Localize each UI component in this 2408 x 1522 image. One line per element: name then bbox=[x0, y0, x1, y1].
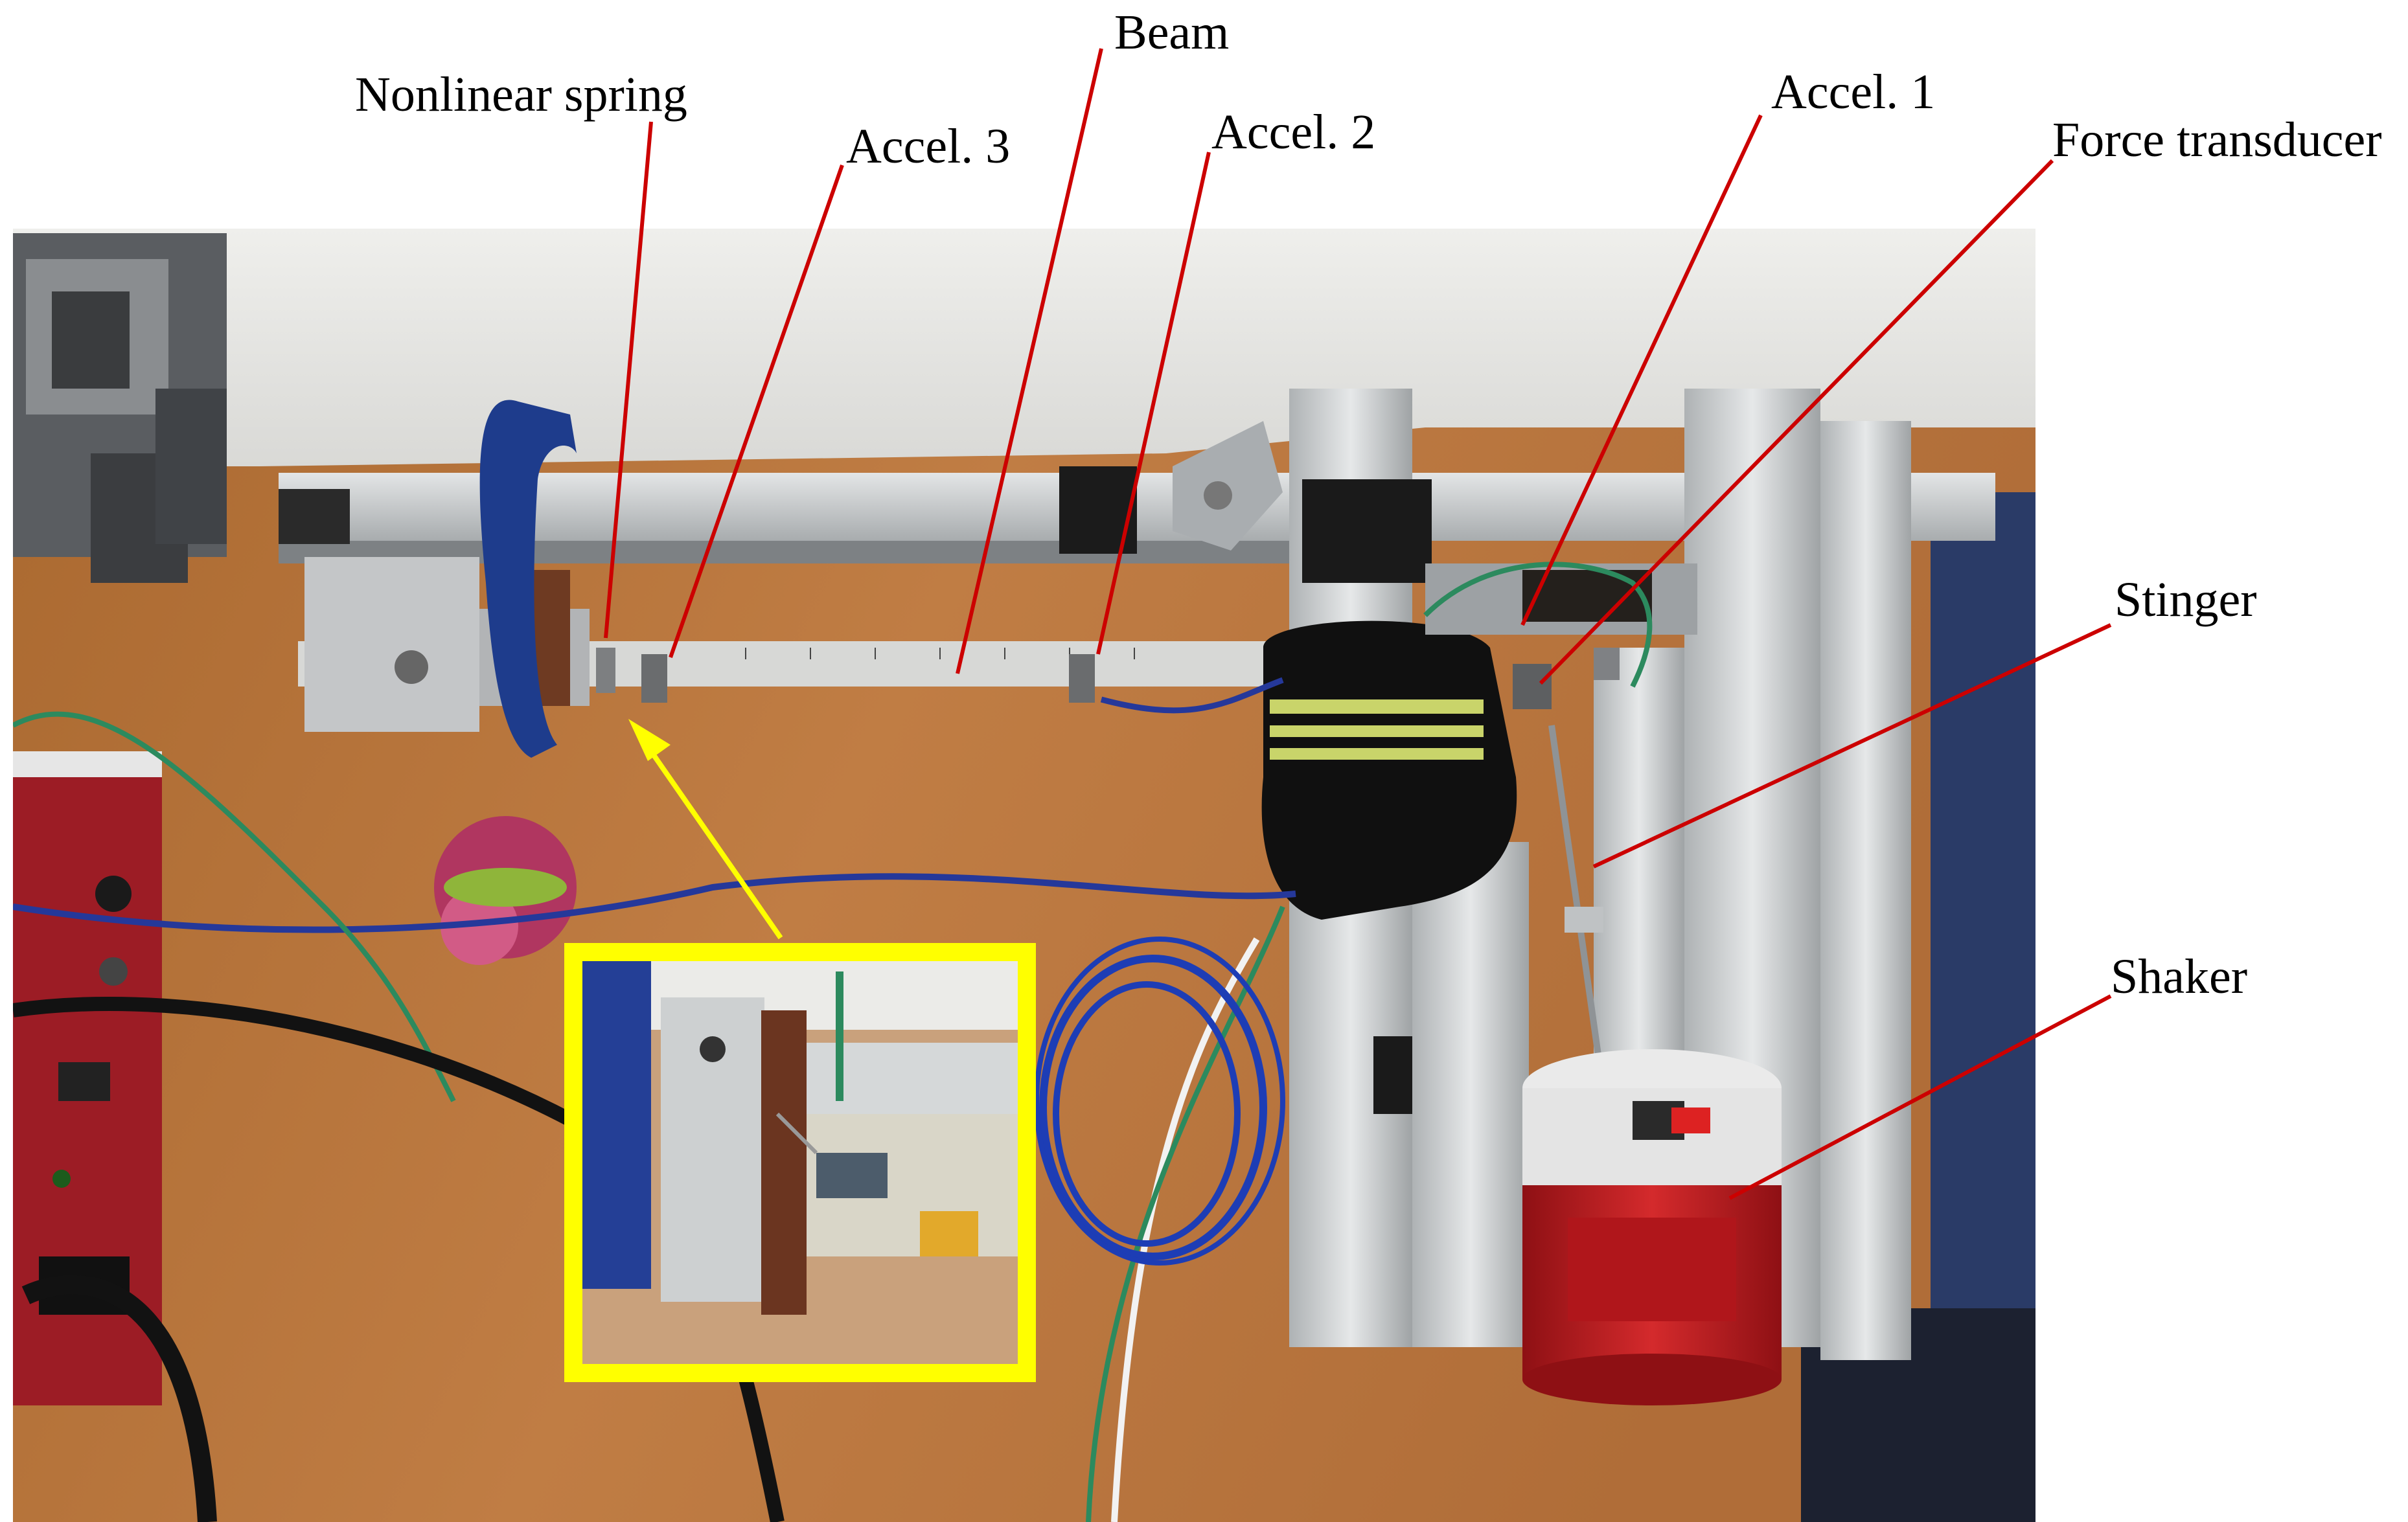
label-stinger: Stinger bbox=[2115, 573, 2257, 627]
label-force-transducer: Force transducer bbox=[2052, 113, 2382, 167]
leader-shaker bbox=[1728, 994, 2112, 1200]
stinger-rod bbox=[1548, 725, 1603, 1069]
inset-wood-block bbox=[761, 1010, 807, 1315]
inset-frame bbox=[564, 943, 1036, 1382]
label-shaker: Shaker bbox=[2111, 949, 2248, 1004]
inset-spring bbox=[775, 1112, 818, 1155]
inset-c-clamp bbox=[573, 952, 651, 1289]
clamp-block bbox=[304, 557, 479, 732]
force-transducer-part bbox=[1513, 664, 1552, 709]
label-beam: Beam bbox=[1114, 5, 1230, 60]
accel3-sensor bbox=[641, 654, 667, 703]
inset-accel bbox=[816, 1153, 888, 1198]
daq-module bbox=[13, 233, 227, 583]
leader-force-transducer bbox=[1539, 159, 2054, 685]
shaker bbox=[1522, 1049, 1782, 1405]
leader-beam bbox=[956, 48, 1103, 674]
label-accel3: Accel. 3 bbox=[846, 119, 1011, 174]
leader-stinger bbox=[1592, 623, 2112, 869]
inset-pointer-arrow bbox=[628, 719, 783, 940]
leader-nonlinear-spring bbox=[604, 121, 653, 639]
inset-closeup bbox=[573, 952, 1027, 1373]
leader-accel1 bbox=[1520, 114, 1763, 626]
label-accel2: Accel. 2 bbox=[1211, 105, 1376, 159]
experimental-setup-photo bbox=[13, 229, 2035, 1522]
damping-wrap bbox=[1261, 620, 1517, 920]
label-nonlinear-spring: Nonlinear spring bbox=[355, 67, 687, 122]
accel2-sensor bbox=[1069, 654, 1095, 703]
leader-accel2 bbox=[1096, 152, 1211, 655]
label-accel1: Accel. 1 bbox=[1771, 65, 1936, 119]
leader-lines bbox=[604, 48, 2112, 1200]
c-clamp bbox=[479, 400, 577, 758]
leader-accel3 bbox=[669, 165, 844, 658]
